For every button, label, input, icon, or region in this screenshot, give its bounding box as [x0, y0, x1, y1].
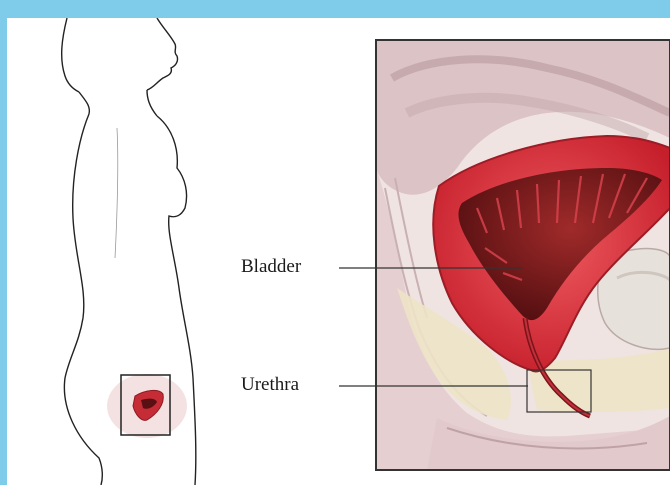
- urethra-label: Urethra: [241, 374, 299, 396]
- diagram-panel: Bladder Urethra: [7, 18, 670, 485]
- diagram-svg: [7, 18, 670, 485]
- bladder-label: Bladder: [241, 256, 301, 278]
- bladder-cross-section: [376, 40, 670, 470]
